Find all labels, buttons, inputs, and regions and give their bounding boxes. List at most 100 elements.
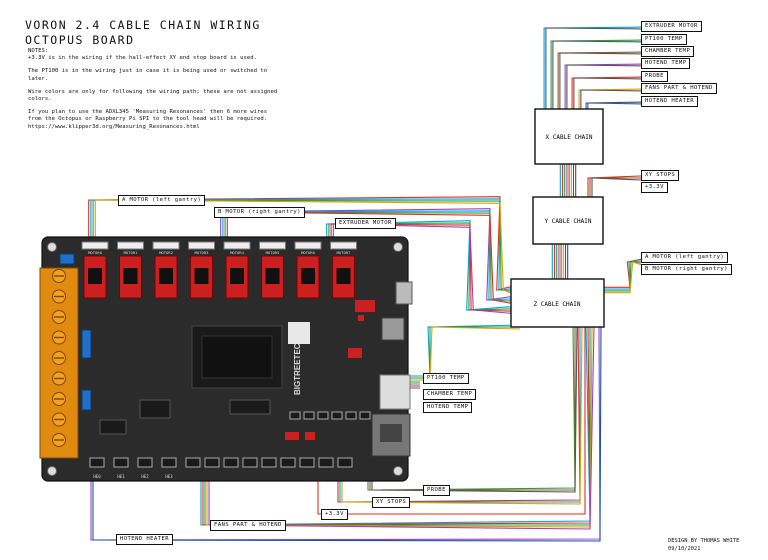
label-b-motor-board: B MOTOR (right gantry) — [214, 207, 305, 218]
label-extruder-motor: EXTRUDER MOTOR — [641, 21, 702, 32]
label-xy-stops: XY STOPS — [641, 170, 680, 181]
label-hotend-temp: HOTEND TEMP — [641, 58, 691, 69]
wire-extruder-board — [328, 222, 512, 311]
notes-heading: NOTES:+3.3V is in the wiring if the hall… — [28, 48, 278, 62]
motor-silkscreen: MOTOR0 — [88, 250, 102, 255]
motor-silkscreen: MOTOR3 — [195, 250, 209, 255]
driver-heatsink — [123, 268, 138, 284]
fan-header — [337, 457, 353, 468]
label-chamber-temp: CHAMBER TEMP — [641, 46, 695, 57]
wire-x-to-label — [545, 27, 642, 109]
label-extruder-motor-board: EXTRUDER MOTOR — [335, 218, 396, 229]
board-brand: BIGTREETECH — [293, 337, 302, 395]
wire-extruder-board — [330, 223, 512, 312]
label-chamber-board: CHAMBER TEMP — [423, 389, 477, 400]
credit: DESIGN BY THOMAS WHITE 09/10/2021 — [668, 538, 739, 553]
motor-silkscreen: MOTOR5 — [266, 250, 280, 255]
title-line-2: OCTOPUS BOARD — [25, 33, 135, 47]
wire-fans — [204, 327, 591, 526]
fan-header — [223, 457, 239, 468]
motor-silkscreen: MOTOR7 — [337, 250, 351, 255]
label-fans: FANS PART & HOTEND — [641, 83, 717, 94]
wire-x-to-label — [550, 39, 642, 109]
motor-header — [188, 241, 215, 250]
wire-x-to-label — [559, 52, 642, 109]
note-4-block: If you plan to use the ADXL345 'Measurin… — [28, 109, 278, 131]
wire-y-to-stops — [587, 175, 642, 197]
z-chain-label: Z CABLE CHAIN — [534, 301, 581, 308]
driver-heatsink — [265, 268, 280, 284]
motor-header — [223, 241, 251, 250]
driver-heatsink — [159, 268, 173, 284]
wire-x-to-label — [552, 40, 642, 109]
sensor-header — [303, 411, 315, 420]
x-chain-label: X CABLE CHAIN — [546, 134, 593, 141]
label-xy-stops-board: XY STOPS — [372, 497, 411, 508]
label-fans-board: FANS PART & HOTEND — [210, 520, 286, 531]
wire-temps — [410, 324, 521, 377]
fan-header — [318, 457, 334, 468]
sensor-header — [317, 411, 329, 420]
label-hotend-heater: HOTEND HEATER — [641, 96, 698, 107]
wire-x-to-label — [580, 89, 642, 109]
label-3v3-board: +3.3V — [321, 509, 348, 520]
wire-a-motor — [94, 199, 512, 294]
sensor-header — [359, 411, 371, 420]
label-3v3: +3.3V — [641, 182, 668, 193]
motor-header — [152, 241, 180, 250]
driver-heatsink — [230, 268, 244, 284]
notes-heading-text: NOTES: — [28, 48, 49, 54]
driver-heatsink — [194, 268, 209, 284]
notes-block: NOTES:+3.3V is in the wiring if the hall… — [28, 48, 278, 137]
y-chain-box — [532, 196, 604, 245]
wire-fans — [208, 326, 595, 530]
note-3: Wire colors are only for following the w… — [28, 88, 278, 103]
heater-silkscreen: HE3 — [165, 474, 173, 479]
motor-header — [259, 241, 286, 250]
wire-x-to-label — [578, 88, 642, 109]
sensor-header — [345, 411, 357, 420]
fan-headers — [185, 411, 371, 468]
wire-hotend-heater — [90, 326, 601, 541]
motor-header — [330, 241, 357, 250]
fan-header — [261, 457, 277, 468]
wire-temps — [410, 326, 520, 379]
wire-x-to-label — [543, 26, 642, 109]
fan-header — [204, 457, 220, 468]
label-probe: PROBE — [641, 71, 668, 82]
heater-silkscreen: HE0 — [93, 474, 101, 479]
wire-y-to-stops — [589, 177, 641, 197]
wire-x-to-label — [587, 102, 642, 109]
label-a-motor-right: A MOTOR (left gantry) — [641, 252, 729, 263]
wire-z-to-ab — [604, 258, 642, 288]
motor-header — [117, 241, 144, 250]
wire-y-to-stops — [591, 177, 642, 197]
wire-z-to-ab — [604, 260, 642, 290]
wire-temps — [410, 326, 521, 381]
wire-z-to-ab — [604, 261, 642, 294]
wire-x-to-label — [585, 101, 642, 109]
wire-fans — [206, 326, 593, 528]
wire-x-to-label — [566, 64, 642, 109]
credit-author: DESIGN BY THOMAS WHITE — [668, 538, 740, 544]
diagram-title: VORON 2.4 CABLE CHAIN WIRING OCTOPUS BOA… — [25, 18, 261, 48]
wire-fans — [200, 326, 591, 526]
motor-header — [81, 241, 109, 250]
heater-silkscreen: HE1 — [117, 474, 125, 479]
fan-header — [185, 457, 201, 468]
label-a-motor-board: A MOTOR (left gantry) — [118, 195, 206, 206]
z-chain-box — [510, 278, 605, 328]
note-2: The PT100 is in the wiring just in case … — [28, 68, 268, 82]
driver-heatsink — [301, 268, 315, 284]
heater-header — [89, 457, 105, 468]
wire-x-to-label — [573, 77, 642, 109]
wire-b-motor — [222, 210, 512, 301]
fan-header — [280, 457, 296, 468]
credit-date: 09/10/2021 — [668, 545, 701, 552]
heater-header — [113, 457, 129, 468]
wire-hotend-heater — [92, 326, 602, 542]
fan-header — [299, 457, 315, 468]
